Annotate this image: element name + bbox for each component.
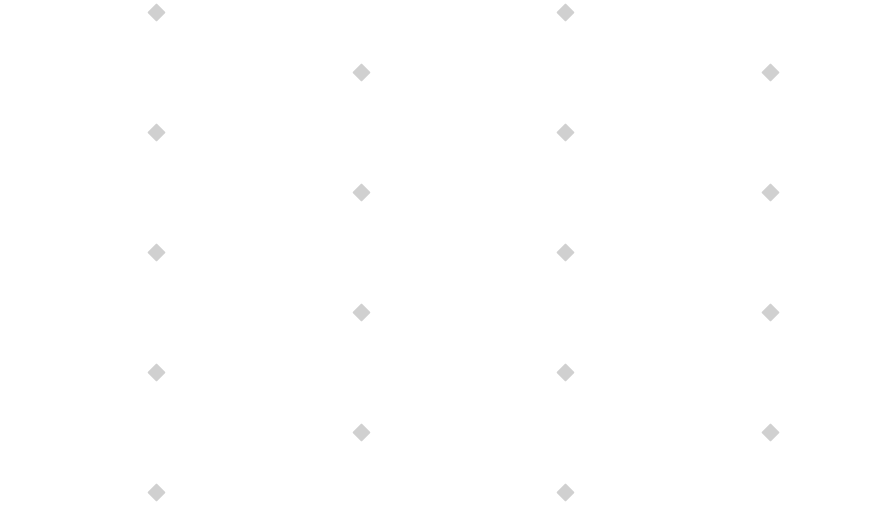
diamond-icon [760, 422, 780, 442]
diamond-icon [555, 242, 575, 262]
diamond-icon [555, 362, 575, 382]
diamond-icon [555, 482, 575, 502]
diamond-icon [146, 242, 166, 262]
diamond-icon [146, 122, 166, 142]
diamond-icon [146, 2, 166, 22]
diamond-icon [351, 182, 371, 202]
diamond-icon [351, 302, 371, 322]
diamond-icon [760, 62, 780, 82]
diamond-icon [760, 182, 780, 202]
diamond-icon [351, 62, 371, 82]
diamond-icon [555, 2, 575, 22]
diamond-icon [351, 422, 371, 442]
diamond-icon [146, 362, 166, 382]
diamond-icon [146, 482, 166, 502]
diamond-icon [555, 122, 575, 142]
diamond-icon [760, 302, 780, 322]
